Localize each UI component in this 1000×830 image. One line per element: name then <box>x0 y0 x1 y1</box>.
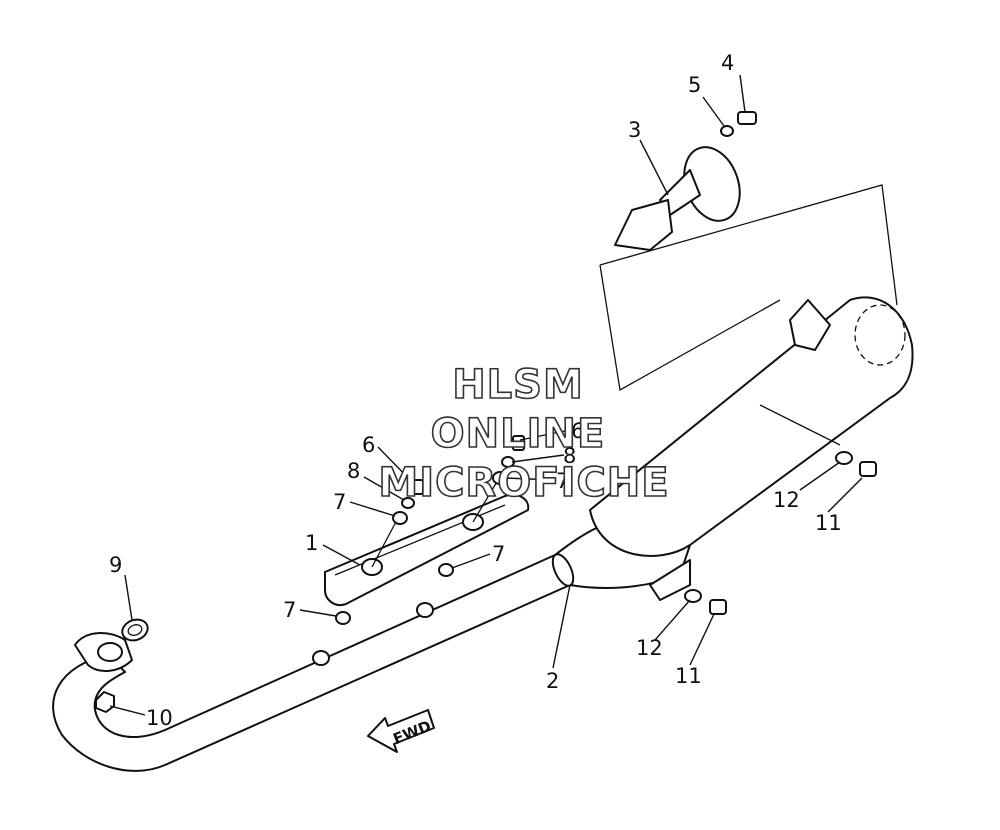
gasket-part-9 <box>121 618 149 642</box>
callout-7-c: 7 <box>492 542 505 566</box>
watermark-line-3: MICROFICHE <box>378 460 669 506</box>
callout-10: 10 <box>146 706 173 730</box>
callout-11-b: 11 <box>675 664 702 688</box>
bolt-11-a <box>859 461 877 477</box>
callout-7-a: 7 <box>333 490 346 514</box>
callout-6-a: 6 <box>362 433 375 457</box>
exploded-view-guides <box>599 184 898 446</box>
washer-part-5 <box>720 125 734 137</box>
callout-4: 4 <box>721 51 734 75</box>
callout-12-b: 12 <box>636 636 663 660</box>
collar-7-c <box>438 563 454 577</box>
callout-9: 9 <box>109 553 122 577</box>
leader-lines <box>109 74 863 716</box>
bolt-11-b <box>709 599 727 615</box>
watermark: HLSM ONLINE MICROFICHE <box>378 361 670 507</box>
bolt-part-4 <box>737 111 757 125</box>
watermark-line-2: ONLINE <box>431 411 606 457</box>
heat-shield-part-1 <box>324 479 530 606</box>
callout-7-b: 7 <box>556 469 569 493</box>
callout-8-a: 8 <box>347 459 360 483</box>
nut-part-10 <box>95 691 115 713</box>
callout-6-b: 6 <box>571 419 584 443</box>
bolt-6-a <box>411 479 424 495</box>
watermark-line-1: HLSM <box>452 362 584 408</box>
collar-7-d <box>335 611 351 625</box>
callout-12-a: 12 <box>773 488 800 512</box>
washer-8-a <box>401 497 415 509</box>
callout-2: 2 <box>546 669 559 693</box>
forward-arrow-icon: FWD <box>367 709 435 753</box>
collar-7-a <box>392 511 408 525</box>
callout-3: 3 <box>628 118 641 142</box>
pipe-mount-boss <box>312 602 434 666</box>
muffler-body <box>589 296 914 601</box>
washer-12-a <box>835 451 853 465</box>
callout-11-a: 11 <box>815 511 842 535</box>
callout-1: 1 <box>305 531 318 555</box>
callout-8-b: 8 <box>563 444 576 468</box>
washer-12-b <box>684 589 702 603</box>
header-flange <box>74 632 133 672</box>
spark-arrester-part-3 <box>614 146 741 251</box>
callout-5: 5 <box>688 73 701 97</box>
callout-7-d: 7 <box>283 598 296 622</box>
